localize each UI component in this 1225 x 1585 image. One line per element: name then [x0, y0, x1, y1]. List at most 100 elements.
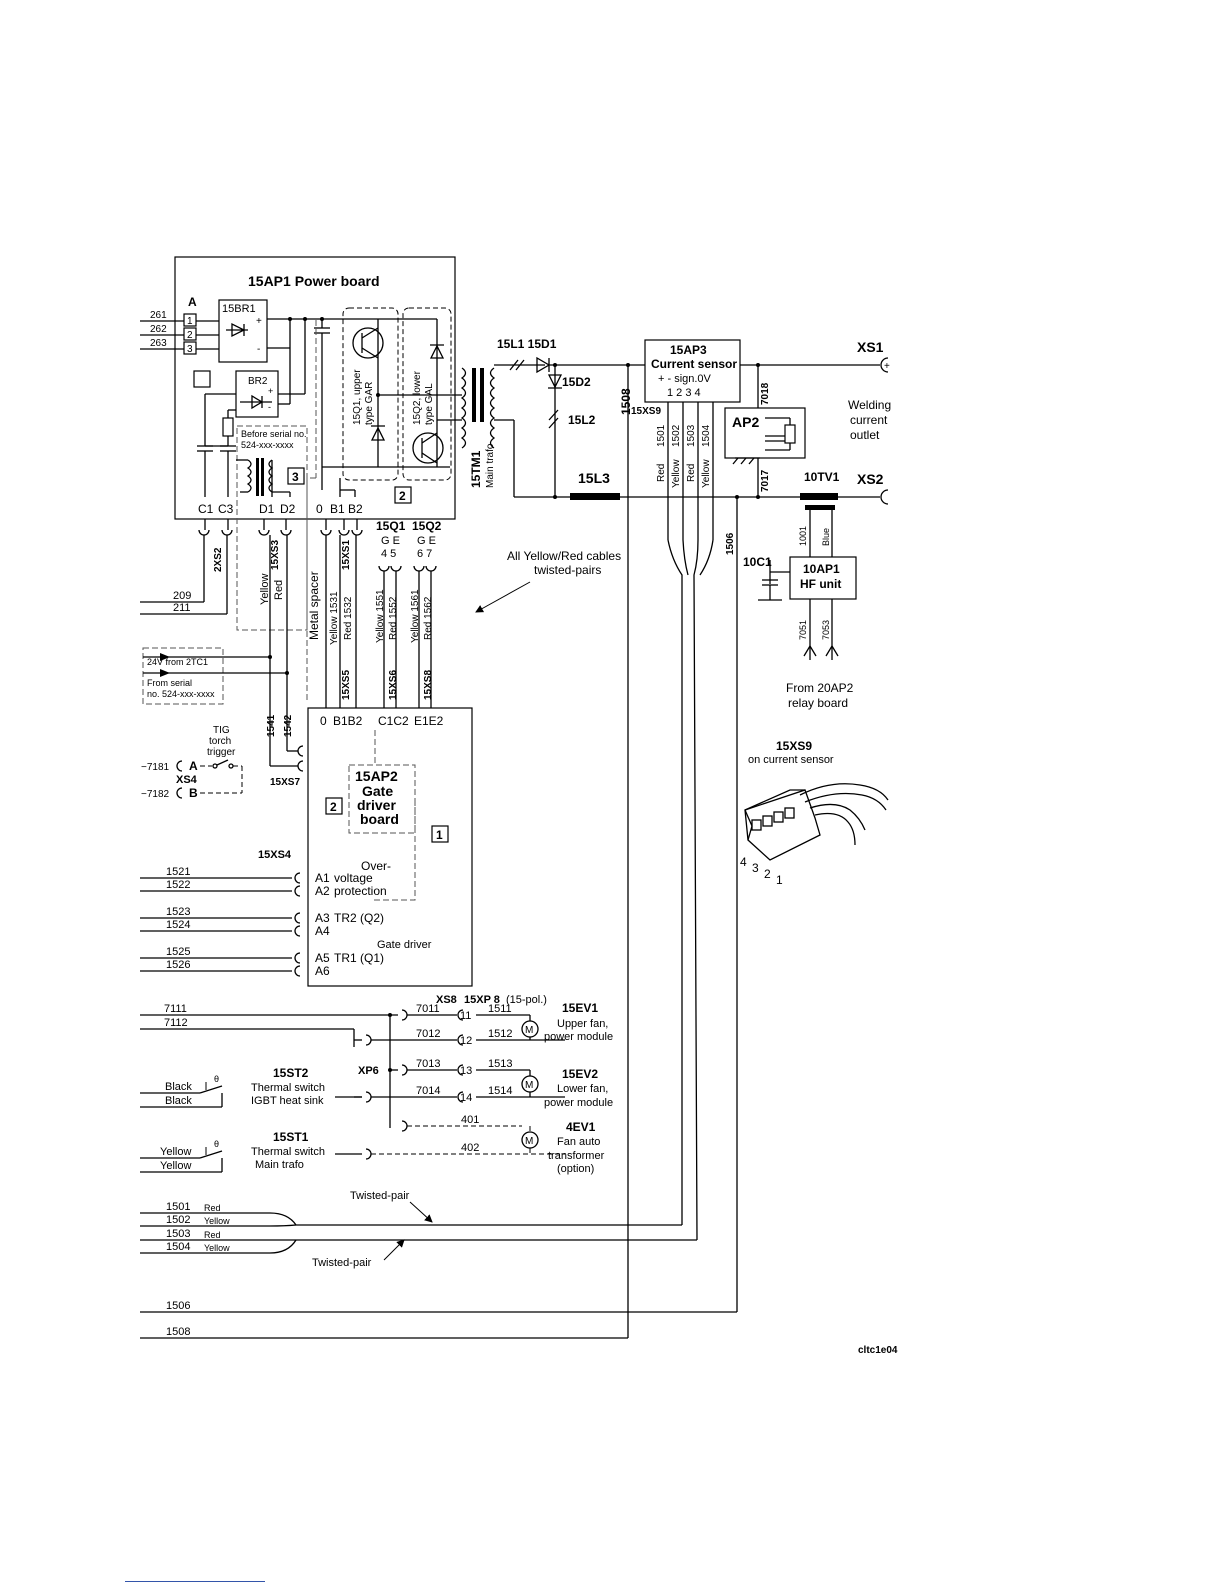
svg-text:Red 1552: Red 1552: [388, 596, 399, 640]
svg-text:Yellow: Yellow: [204, 1243, 230, 1253]
svg-text:protection: protection: [334, 884, 387, 898]
svg-text:BR2: BR2: [248, 376, 268, 387]
svg-text:1542: 1542: [283, 714, 294, 737]
ap2-title: 15AP2: [355, 768, 398, 784]
svg-text:1503: 1503: [166, 1228, 190, 1240]
svg-text:Gate driver: Gate driver: [377, 939, 432, 951]
svg-text:1508: 1508: [166, 1326, 190, 1338]
svg-text:6 7: 6 7: [417, 548, 432, 560]
svg-text:12: 12: [460, 1035, 472, 1047]
svg-text:+: +: [884, 361, 890, 372]
svg-text:B: B: [189, 786, 198, 800]
d2-label: 15D2: [562, 375, 591, 389]
svg-text:on current sensor: on current sensor: [748, 754, 834, 766]
gate-driver-board: 0 B1B2 C1C2 E1E2 15AP2 Gate driver board…: [140, 700, 473, 987]
svg-text:2: 2: [764, 867, 771, 881]
xs3-label: 15XS3: [270, 540, 281, 570]
svg-text:2: 2: [330, 800, 337, 814]
tig-trigger: TIG torch trigger −7181 −7182 A B XS4: [141, 725, 243, 800]
svg-text:TR2 (Q2): TR2 (Q2): [334, 911, 384, 925]
output-stage: 15L1 15D1 15D2 15L2 15L3 1508: [497, 337, 880, 1338]
svg-text:-: -: [257, 344, 260, 355]
tv1-label: 10TV1: [804, 470, 840, 484]
power-board-connectors: 2XS2 209 211 15XS3 Yellow Red Metal spac…: [140, 519, 363, 745]
xs1-conn-label: 15XS1: [341, 540, 352, 570]
xs9-label: 15XS9: [631, 406, 661, 417]
svg-text:15ST2: 15ST2: [273, 1066, 309, 1080]
svg-text:board: board: [360, 811, 399, 827]
input-pins: 1 2 3: [183, 313, 197, 355]
svg-text:1: 1: [436, 828, 443, 842]
svg-text:All Yellow/Red cables: All Yellow/Red cables: [507, 549, 621, 563]
svg-text:7013: 7013: [416, 1058, 440, 1070]
metal-spacer-label: Metal spacer: [307, 571, 321, 640]
wire-263: 263: [150, 338, 167, 349]
svg-text:4 5: 4 5: [381, 548, 396, 560]
svg-text:13: 13: [460, 1065, 472, 1077]
svg-text:G E: G E: [417, 535, 436, 547]
svg-text:Yellow: Yellow: [701, 459, 712, 488]
svg-text:−7182: −7182: [141, 789, 170, 800]
svg-text:IGBT heat sink: IGBT heat sink: [251, 1095, 324, 1107]
svg-text:transformer: transformer: [548, 1150, 605, 1162]
svg-text:1514: 1514: [488, 1085, 512, 1097]
svg-text:7012: 7012: [416, 1028, 440, 1040]
svg-text:15EV2: 15EV2: [562, 1067, 598, 1081]
main-transformer: 15TM1 Main trafo: [460, 364, 545, 497]
sensor-cable-routing: 1501 Red 1502 Yellow 1503 Red 1504 Yello…: [140, 1190, 737, 1339]
svg-text:2: 2: [187, 330, 193, 341]
svg-text:Thermal switch: Thermal switch: [251, 1082, 325, 1094]
svg-text:no. 524-xxx-xxxx: no. 524-xxx-xxxx: [147, 689, 215, 699]
ap2-module: AP2: [724, 407, 806, 465]
svg-text:15XP 8: 15XP 8: [464, 994, 500, 1006]
rectifier-br2: BR2 + -: [235, 370, 279, 418]
svg-text:4: 4: [740, 855, 747, 869]
xp6-label: XP6: [358, 1065, 379, 1077]
svg-text:type GAR: type GAR: [364, 382, 375, 425]
term-d2: D2: [280, 502, 296, 516]
svg-text:7011: 7011: [416, 1003, 440, 1015]
term-b1: B1: [330, 502, 345, 516]
svg-text:M: M: [525, 1080, 533, 1091]
svg-text:-: -: [268, 402, 271, 412]
svg-text:Welding: Welding: [848, 398, 891, 412]
svg-text:A2: A2: [315, 884, 330, 898]
rectifier-15br1: 15BR1 + -: [218, 299, 268, 363]
svg-text:A3: A3: [315, 911, 330, 925]
term-c1: C1: [198, 502, 214, 516]
svg-text:1526: 1526: [166, 959, 190, 971]
l1d1-label: 15L1 15D1: [497, 337, 557, 351]
svg-text:twisted-pairs: twisted-pairs: [534, 563, 601, 577]
igbt-lower: [412, 344, 445, 464]
svg-text:1522: 1522: [166, 879, 190, 891]
svg-text:1541: 1541: [266, 714, 277, 737]
svg-text:trigger: trigger: [207, 747, 236, 758]
svg-text:24V from 2TC1: 24V from 2TC1: [147, 657, 208, 667]
hf-unit: 10TV1 1001 Blue 10AP1 HF unit 10C1 7051 …: [725, 470, 857, 1312]
svg-text:1504: 1504: [701, 424, 712, 447]
svg-text:(option): (option): [557, 1163, 594, 1175]
svg-text:Upper fan,: Upper fan,: [557, 1018, 608, 1030]
svg-text:1512: 1512: [488, 1028, 512, 1040]
svg-text:Red: Red: [204, 1203, 221, 1213]
svg-text:1523: 1523: [166, 906, 190, 918]
svg-text:14: 14: [460, 1092, 472, 1104]
xs2-label: XS2: [857, 471, 884, 487]
svg-text:Black: Black: [165, 1095, 192, 1107]
svg-text:1525: 1525: [166, 946, 190, 958]
tc1-supply: 24V from 2TC1 From serial no. 524-xxx-xx…: [142, 647, 289, 705]
w1508-vertical: 1508: [619, 388, 633, 415]
wire-262: 262: [150, 324, 167, 335]
svg-text:1511: 1511: [488, 1003, 512, 1015]
xs7-label: 15XS7: [270, 777, 300, 788]
svg-text:θ: θ: [214, 1139, 219, 1149]
q2-label: 15Q2, lower: [412, 370, 423, 425]
svg-text:1513: 1513: [488, 1058, 512, 1070]
svg-text:Yellow: Yellow: [160, 1146, 191, 1158]
current-sensor: 15AP3 Current sensor + - sign.0V 1 2 3 4…: [631, 339, 880, 1241]
svg-text:4EV1: 4EV1: [566, 1120, 596, 1134]
svg-text:Yellow: Yellow: [204, 1216, 230, 1226]
svg-text:A5: A5: [315, 951, 330, 965]
svg-text:Blue: Blue: [821, 528, 831, 546]
svg-text:10AP1: 10AP1: [803, 562, 840, 576]
